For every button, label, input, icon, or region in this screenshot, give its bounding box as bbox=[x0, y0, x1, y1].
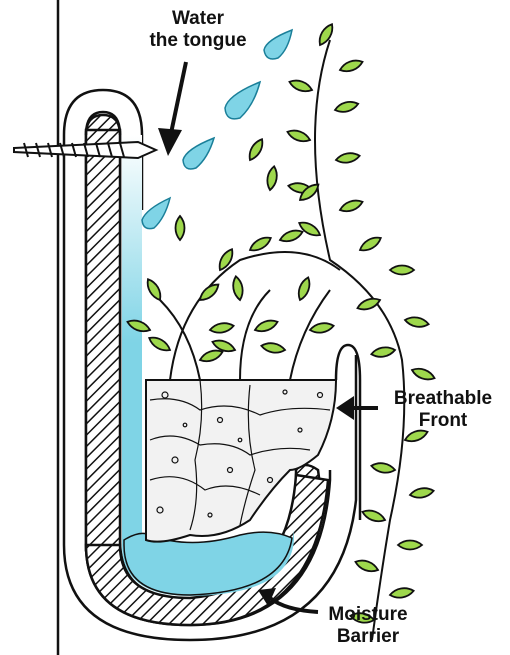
moisture-barrier-label: Moisture Barrier bbox=[318, 604, 418, 648]
water-label-line1: Water bbox=[118, 8, 278, 30]
moisture-label-line1: Moisture bbox=[318, 604, 418, 626]
water-drop-icon bbox=[142, 198, 170, 229]
water-label-line2: the tongue bbox=[118, 30, 278, 52]
screw-icon bbox=[14, 142, 156, 158]
arrow-icon bbox=[158, 62, 186, 156]
breathable-label-line2: Front bbox=[378, 410, 508, 432]
moisture-label-line2: Barrier bbox=[318, 626, 418, 648]
water-drop-icon bbox=[183, 138, 214, 169]
breathable-front-label: Breathable Front bbox=[378, 388, 508, 432]
water-label: Water the tongue bbox=[118, 8, 278, 52]
breathable-label-line1: Breathable bbox=[378, 388, 508, 410]
barrier-hatch-column bbox=[86, 130, 120, 550]
water-drop-icon bbox=[225, 82, 260, 119]
